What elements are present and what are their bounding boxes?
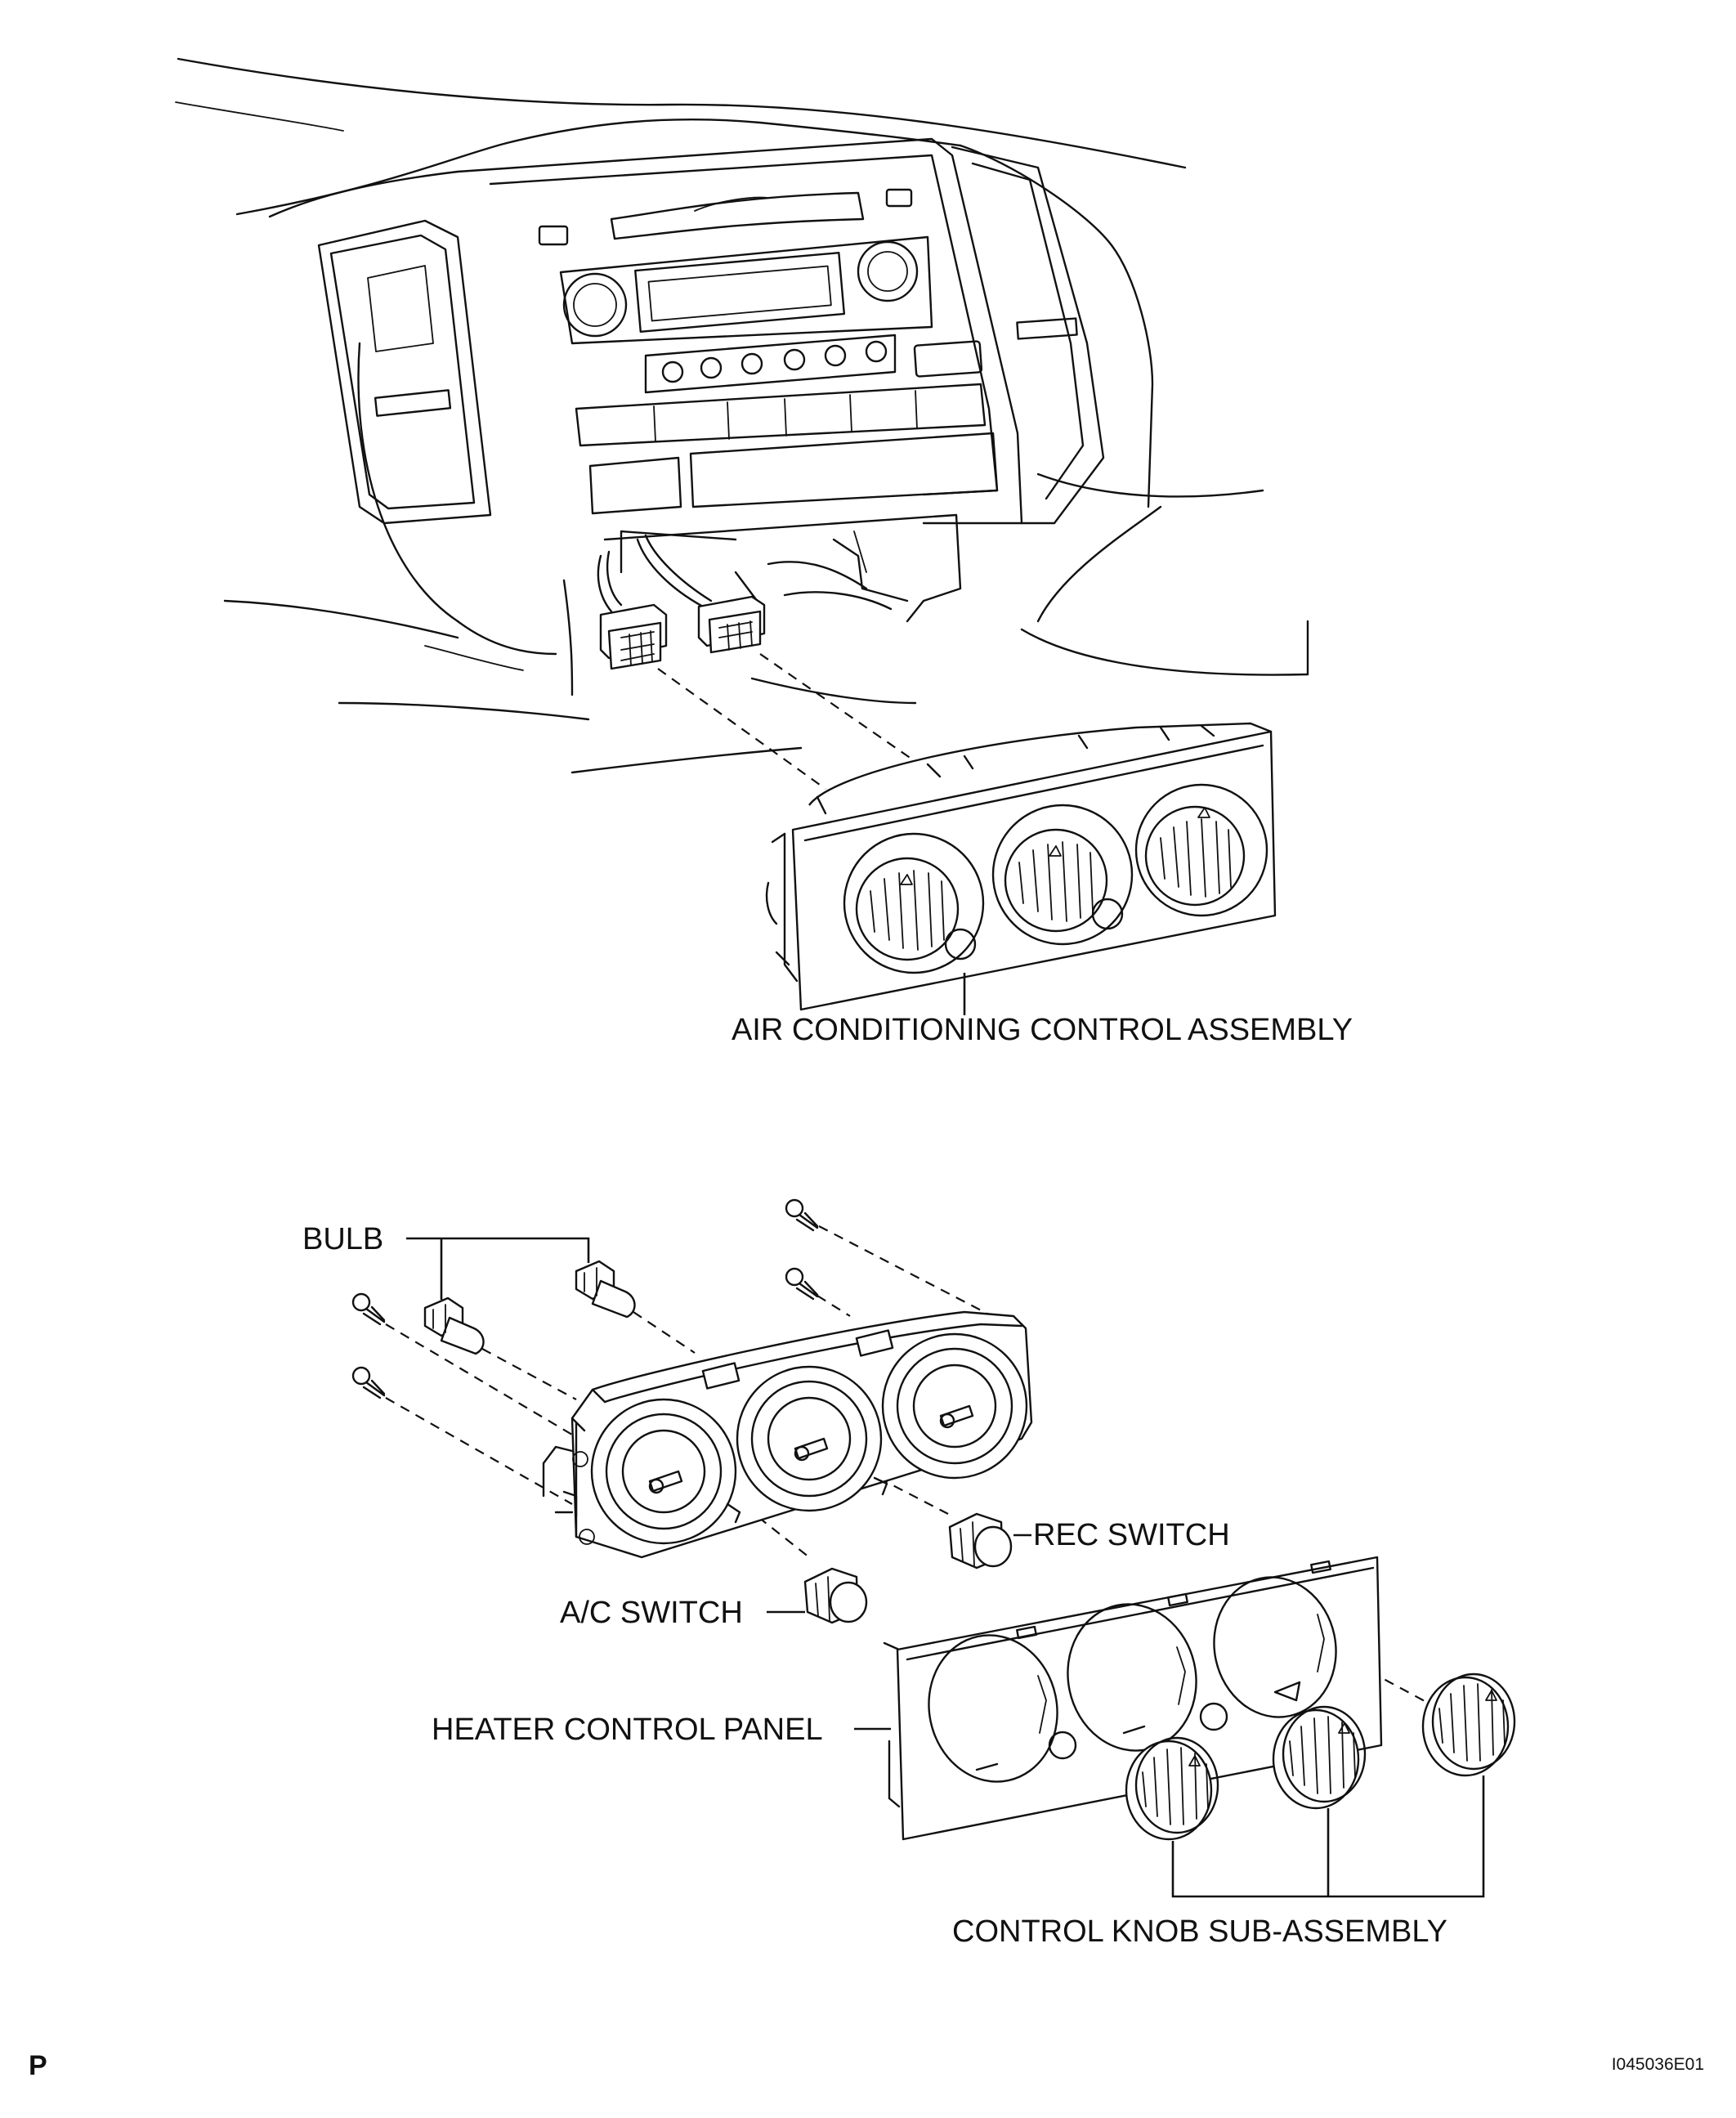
control-body-dial-left <box>590 1398 737 1545</box>
corner-mark: P <box>29 2050 47 2081</box>
control-body-dial-right <box>881 1332 1028 1480</box>
rec-switch <box>948 1512 1013 1569</box>
ac-assembly-knob-center <box>991 804 1134 946</box>
bulb-right <box>575 1260 636 1319</box>
air-conditioning-control-assembly-label: AIR CONDITIONING CONTROL ASSEMBLY <box>732 1013 1353 1047</box>
ac-assembly-indicator-right <box>1091 898 1124 930</box>
control-body-dial-center <box>736 1365 883 1512</box>
screw-top-right-1 <box>785 1198 819 1232</box>
control-knob-sub-assembly-label: CONTROL KNOB SUB-ASSEMBLY <box>952 1914 1447 1949</box>
rec-switch-label: REC SWITCH <box>1033 1518 1230 1552</box>
wire-harness-connector-left <box>599 603 668 670</box>
ac-switch-label: A/C SWITCH <box>560 1596 743 1630</box>
ac-assembly-knob-left <box>843 832 985 974</box>
dashboard-center-stack <box>175 57 1309 774</box>
screw-top-right-2 <box>785 1267 819 1301</box>
bulb-label: BULB <box>302 1222 383 1256</box>
control-knob-center <box>1272 1705 1367 1810</box>
heater-control-panel-label: HEATER CONTROL PANEL <box>432 1713 823 1747</box>
figure-code: I045036E01 <box>1612 2055 1704 2074</box>
air-conditioning-control-assembly <box>765 722 1277 1015</box>
screw-left-lower <box>351 1366 386 1399</box>
screw-left-upper <box>351 1292 386 1326</box>
ac-switch <box>803 1567 868 1624</box>
heater-control-panel <box>883 1556 1383 1841</box>
control-knob-left <box>1125 1736 1219 1841</box>
control-knob-right <box>1421 1672 1516 1777</box>
ac-assembly-indicator-left <box>944 928 977 960</box>
air-conditioning-control-body <box>542 1310 1033 1559</box>
wire-harness-connector-right <box>697 595 766 654</box>
ac-assembly-knob-right <box>1134 783 1268 917</box>
bulb-left <box>423 1296 485 1355</box>
